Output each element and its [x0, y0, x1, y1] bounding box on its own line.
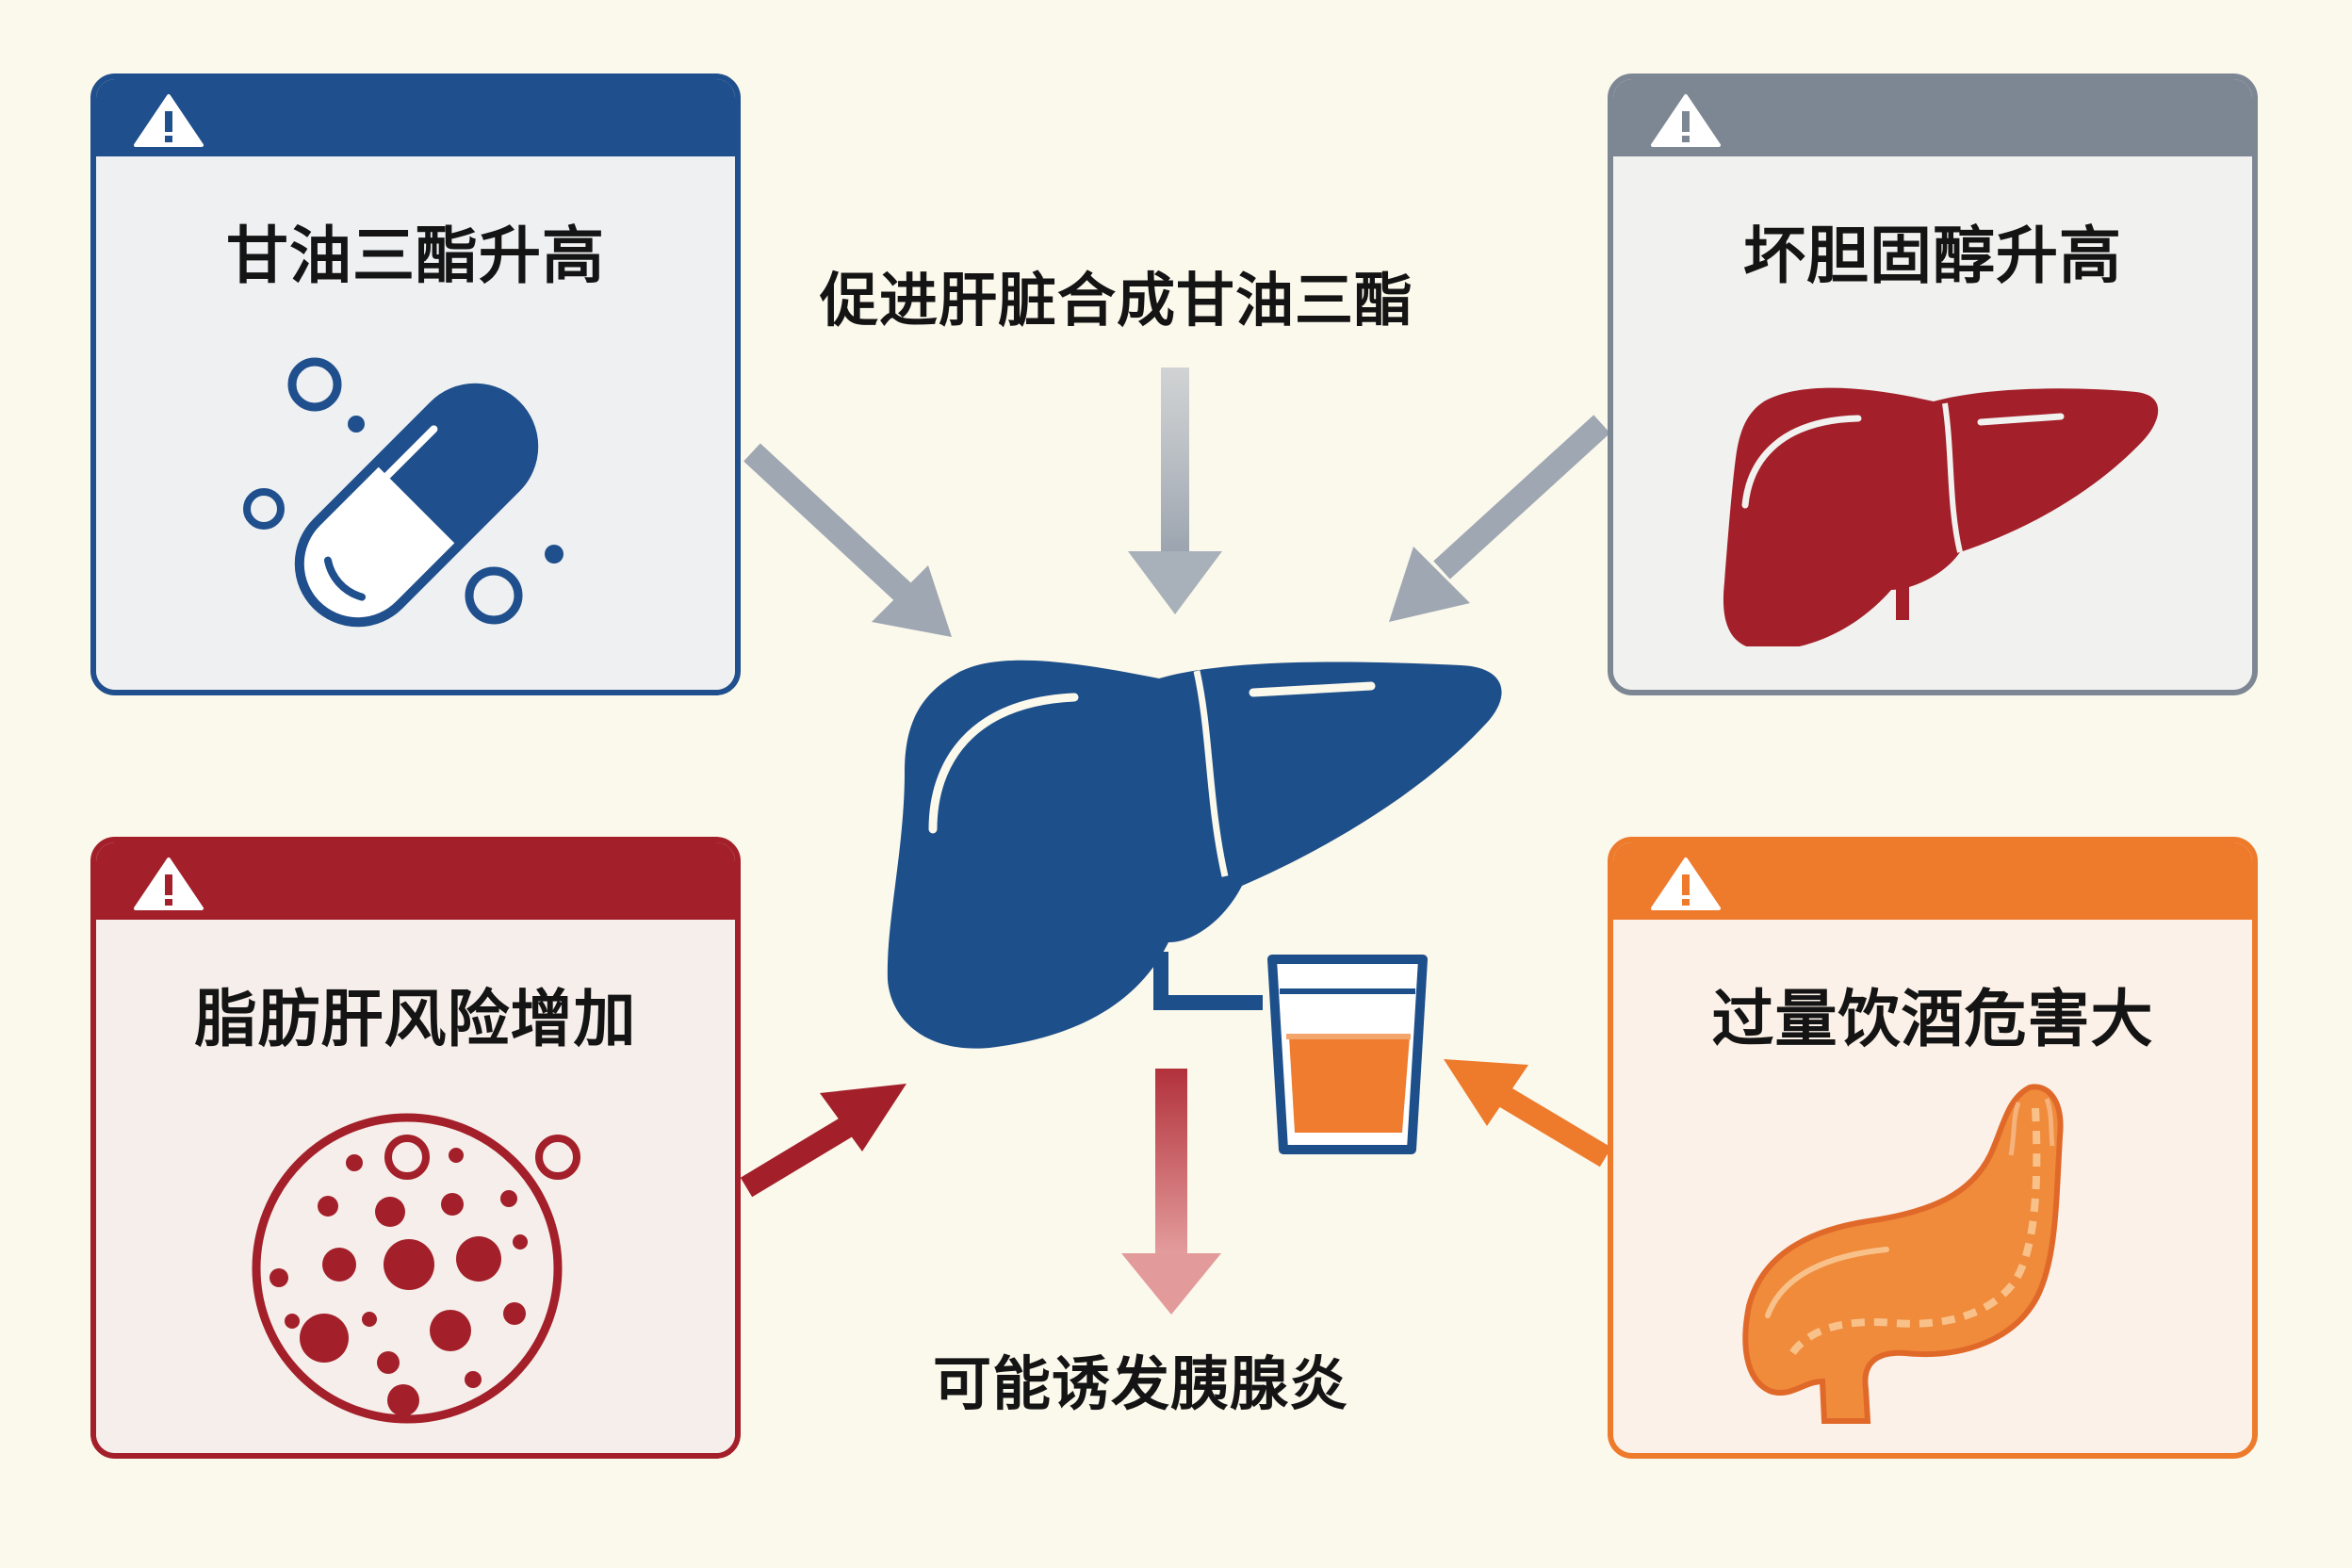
card-body: 过量饮酒危害大 — [1613, 920, 2252, 1453]
card-header — [96, 842, 735, 920]
central-liver-icon — [887, 660, 1502, 1049]
card-triglyceride: 甘油三酯升高 — [90, 74, 741, 695]
pancreas-icon — [1742, 1084, 2064, 1424]
arrow-topright-to-liver — [1389, 415, 1610, 622]
card-bad-cholesterol: 坏胆固醇升高 — [1608, 74, 2258, 695]
capsule-icon — [243, 357, 564, 628]
card-header — [1613, 842, 2252, 920]
card-title: 坏胆固醇升高 — [1743, 220, 2122, 292]
glass-icon — [1267, 955, 1428, 1154]
card-excess-alcohol: 过量饮酒危害大 — [1608, 837, 2258, 1459]
liver-icon — [1723, 387, 2159, 646]
arrow-top-label-to-liver — [1128, 368, 1222, 614]
card-title: 脂肪肝风险增加 — [194, 983, 637, 1055]
arrow-bottomright-to-glass — [1444, 1059, 1612, 1168]
card-header — [1613, 79, 2252, 156]
card-body: 坏胆固醇升高 — [1613, 156, 2252, 690]
top-center-label: 促进肝脏合成甘油三酯 — [820, 266, 1414, 335]
card-header — [96, 79, 735, 156]
arrow-topleft-to-liver — [743, 443, 952, 637]
warning-icon — [134, 858, 204, 910]
fatty-cell-icon — [252, 1113, 580, 1424]
bottom-center-label: 可能诱发胰腺炎 — [933, 1349, 1349, 1418]
card-fatty-liver-risk: 脂肪肝风险增加 — [90, 837, 741, 1459]
card-title: 甘油三酯升高 — [226, 220, 605, 292]
card-title: 过量饮酒危害大 — [1711, 983, 2154, 1055]
card-body: 脂肪肝风险增加 — [96, 920, 735, 1453]
warning-icon — [1651, 94, 1721, 147]
arrow-bottomleft-to-liver — [740, 1084, 906, 1198]
warning-icon — [134, 94, 204, 147]
warning-icon — [1651, 858, 1721, 910]
card-body: 甘油三酯升高 — [96, 156, 735, 690]
arrow-liver-to-bottom-label — [1121, 1069, 1221, 1315]
